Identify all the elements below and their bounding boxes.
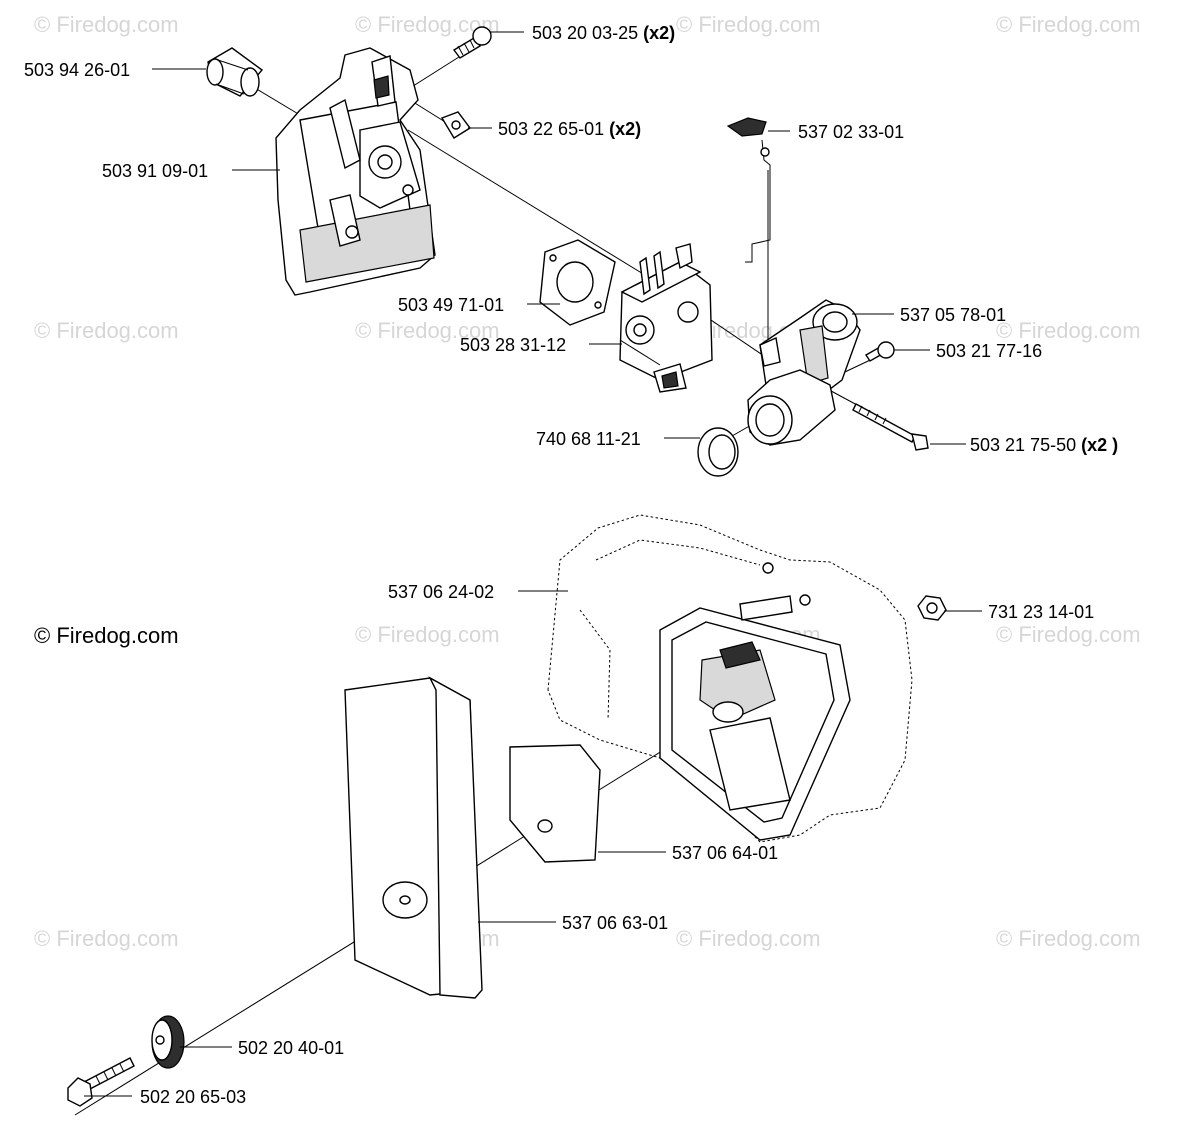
watermark: © Firedog.com [996, 12, 1141, 37]
watermark: © Firedog.com [355, 318, 500, 343]
seal-ring-part [697, 427, 739, 477]
assembly-axis-lines [74, 49, 923, 1116]
watermark: © Firedog.com [34, 12, 179, 37]
throttle-link-part [726, 117, 771, 263]
filter-housing-part [547, 514, 913, 843]
callout-carburetor: 503 28 31-12 [460, 335, 566, 355]
watermark: © Firedog.com [676, 926, 821, 951]
filter-cover-part [344, 676, 483, 999]
callout-seal-ring: 740 68 11-21 [536, 429, 641, 449]
air-filter-part [509, 744, 601, 863]
hex-nut-part [917, 595, 947, 621]
watermark: © Firedog.com [355, 622, 500, 647]
intake-manifold-part [747, 299, 861, 446]
callout-cover-screw: 502 20 65-03 [140, 1087, 246, 1107]
knob-part [151, 1015, 185, 1069]
callout-manifold-screw: 503 21 77-16 [936, 341, 1042, 361]
gasket-part [539, 239, 616, 326]
callout-filter-cover: 537 06 63-01 [562, 913, 668, 933]
callout-knob: 502 20 40-01 [238, 1038, 344, 1058]
manifold-screw-part [865, 341, 895, 362]
intake-adapter-part [206, 47, 264, 97]
carburetor-part [619, 243, 713, 393]
callout-air-box: 503 91 09-01 [102, 161, 208, 181]
watermark: © Firedog.com [34, 926, 179, 951]
cover-screw-part [67, 1057, 135, 1107]
leader-lines [84, 31, 982, 1097]
nut-plate-part [440, 111, 472, 139]
copyright-notice: © Firedog.com [34, 623, 179, 648]
long-bolt-part [852, 403, 929, 451]
watermark: © Firedog.com [996, 318, 1141, 343]
callout-screw-top: 503 20 03-25 (x2) [532, 23, 675, 43]
callout-labels: 503 94 26-01 503 91 09-01 503 20 03-25 (… [24, 23, 1118, 1107]
watermark: © Firedog.com [996, 622, 1141, 647]
callout-intake-manifold: 537 05 78-01 [900, 305, 1006, 325]
callout-hex-nut: 731 23 14-01 [988, 602, 1094, 622]
callout-intake-adapter: 503 94 26-01 [24, 60, 130, 80]
callout-air-filter: 537 06 64-01 [672, 843, 778, 863]
watermark: © Firedog.com [34, 318, 179, 343]
watermark: © Firedog.com [676, 12, 821, 37]
screw-top-part [452, 26, 492, 59]
callout-gasket: 503 49 71-01 [398, 295, 504, 315]
callout-filter-housing: 537 06 24-02 [388, 582, 494, 602]
air-box-housing-part [275, 47, 436, 296]
watermark: © Firedog.com [996, 926, 1141, 951]
callout-throttle-link: 537 02 33-01 [798, 122, 904, 142]
callout-nut-plate: 503 22 65-01 (x2) [498, 119, 641, 139]
callout-long-bolt: 503 21 75-50 (x2 ) [970, 435, 1118, 455]
